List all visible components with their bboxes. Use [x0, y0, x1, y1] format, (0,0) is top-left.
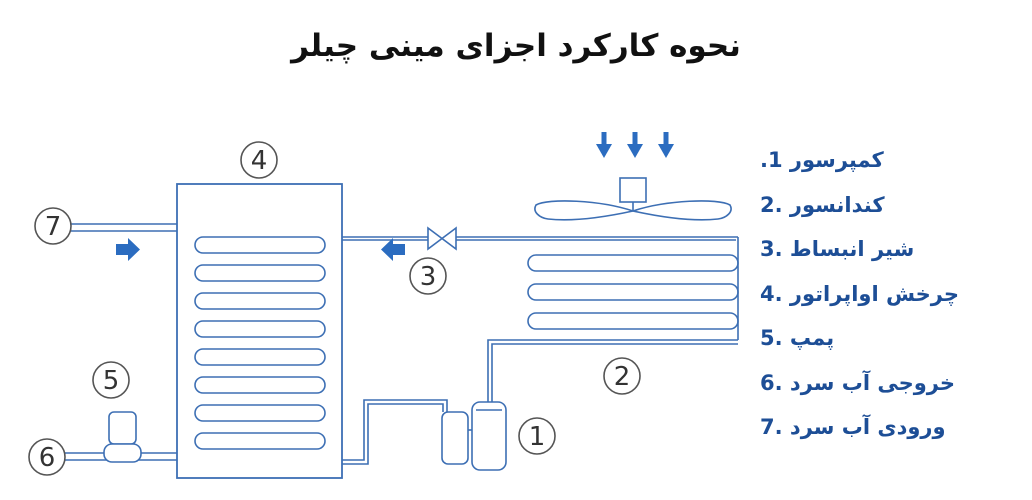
callout-7-number: 7	[45, 212, 62, 242]
callout-1-number: 1	[529, 422, 546, 452]
arrow-left-icon	[381, 238, 405, 261]
legend-item-expansion-valve: شیر انبساط .3	[760, 227, 990, 272]
legend-item-label: ورودی آب سرد .7	[760, 415, 946, 440]
legend-item-pump: پمپ .5	[760, 316, 990, 361]
callout-2-number: 2	[614, 362, 631, 392]
callout-6-number: 6	[39, 443, 56, 473]
callout-1-circle	[518, 417, 556, 455]
callout-5-circle	[92, 361, 130, 399]
arrow-down-icon	[596, 132, 612, 158]
callout-4-circle	[240, 141, 278, 179]
arrow-right-icon	[116, 238, 140, 261]
expansion-valve	[427, 226, 457, 251]
legend-item-water-inlet: ورودی آب سرد .7	[760, 405, 990, 450]
page-title: نحوه کارکرد اجزای مینی چیلر	[291, 28, 741, 64]
water-inlet-pipe	[70, 223, 177, 232]
condenser-fan	[534, 177, 732, 221]
arrow-down-icon	[627, 132, 643, 158]
legend-item-label: کمپرسور 1.	[760, 148, 884, 173]
evaporator-coil	[194, 236, 326, 450]
callout-4-number: 4	[251, 146, 268, 176]
airflow-arrows	[596, 132, 674, 158]
fan-blade-left	[534, 200, 637, 221]
legend-item-water-outlet: خروجی آب سرد .6	[760, 361, 990, 406]
legend-item-label: شیر انبساط .3	[760, 237, 915, 262]
legend-item-label: پمپ .5	[760, 326, 835, 351]
legend-item-label: خروجی آب سرد .6	[760, 370, 955, 395]
legend-item-label: کندانسور .2	[760, 192, 885, 217]
fan-blade-right	[629, 200, 732, 221]
condenser-coil	[527, 237, 739, 340]
component-legend: کمپرسور 1. کندانسور .2 شیر انبساط .3 چرخ…	[760, 138, 990, 450]
callout-2-circle	[603, 357, 641, 395]
callout-3-number: 3	[420, 262, 437, 292]
compressor	[441, 401, 507, 471]
callout-7-circle	[34, 207, 72, 245]
legend-item-condenser: کندانسور .2	[760, 183, 990, 228]
legend-item-evaporator: چرخش اواپراتور .4	[760, 272, 990, 317]
callout-6-circle	[28, 438, 66, 476]
fan-motor	[619, 177, 647, 203]
refrigerant-piping	[342, 236, 738, 465]
legend-item-label: چرخش اواپراتور .4	[760, 281, 959, 306]
arrow-down-icon	[658, 132, 674, 158]
legend-item-compressor: کمپرسور 1.	[760, 138, 990, 183]
evaporator-tank	[176, 183, 343, 479]
callout-3-circle	[409, 257, 447, 295]
callout-5-number: 5	[103, 366, 120, 396]
pump	[103, 411, 142, 463]
